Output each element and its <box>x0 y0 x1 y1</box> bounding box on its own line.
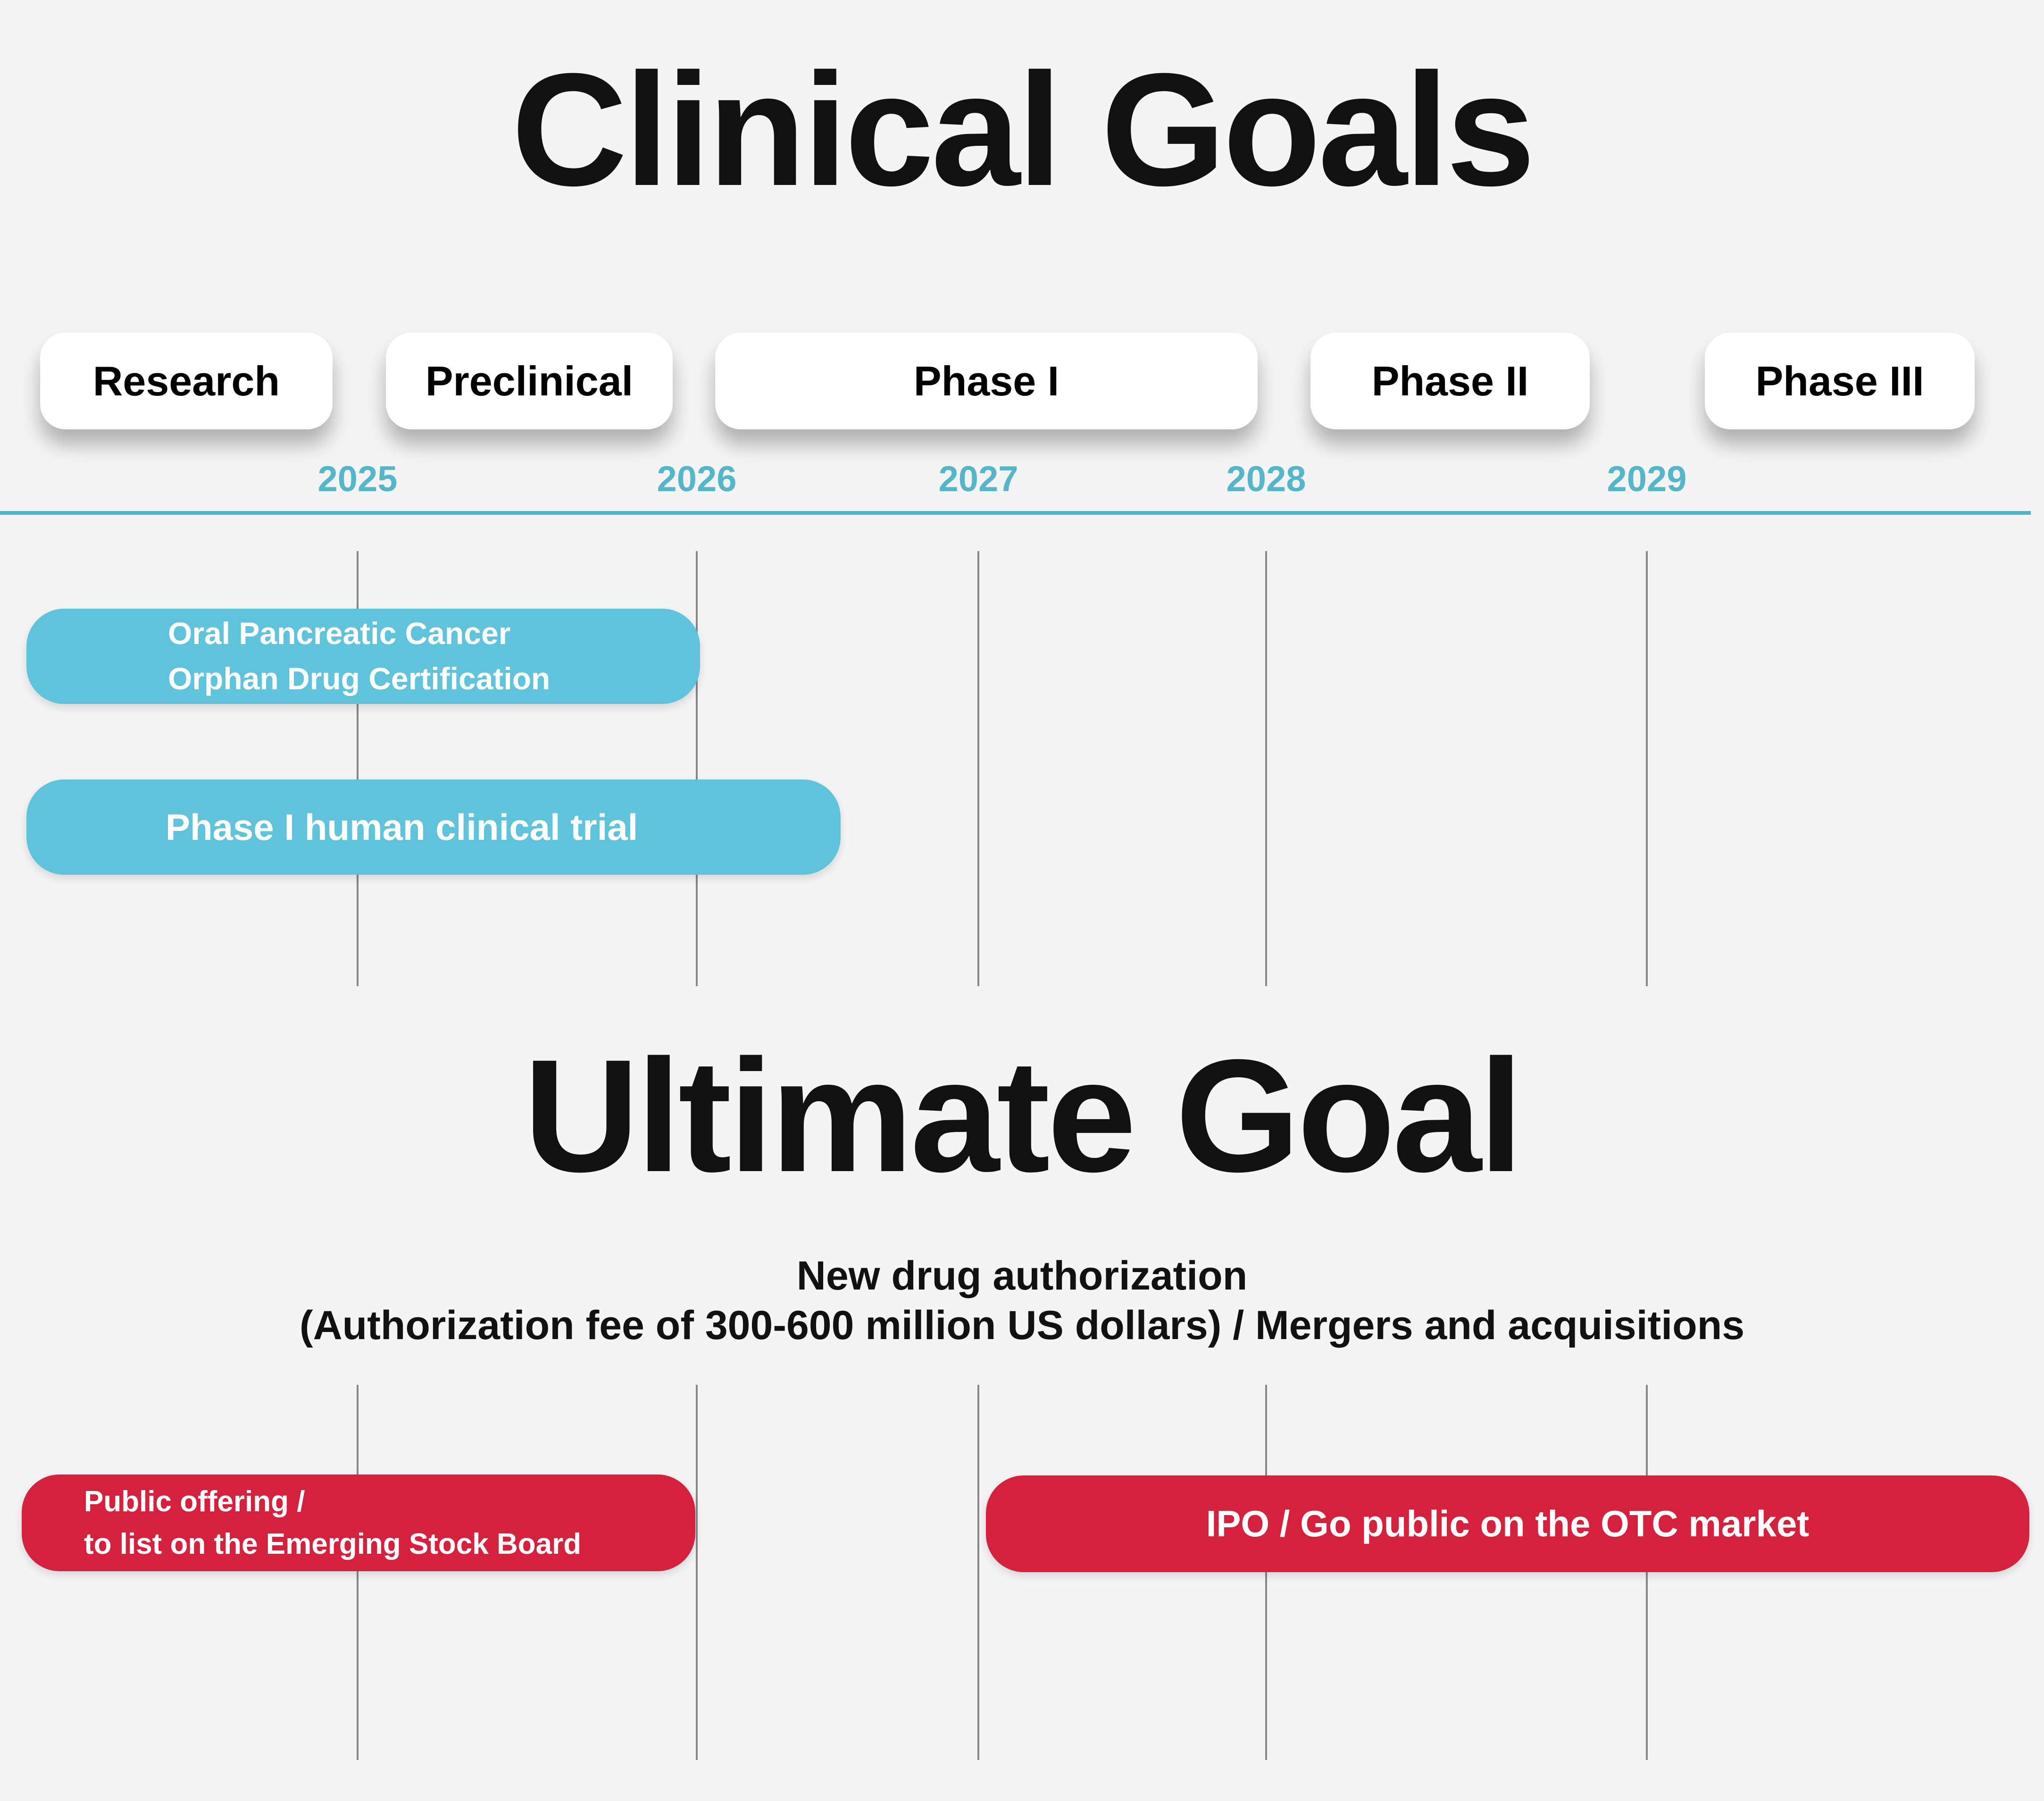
milestone-label: IPO / Go public on the OTC market <box>1206 1503 1810 1544</box>
year-gridline-2027-bottom <box>977 1385 979 1760</box>
stage-pill-label: Phase I <box>913 357 1060 404</box>
milestone-label: Phase I human clinical trial <box>166 806 638 848</box>
year-label-2026: 2026 <box>657 459 737 499</box>
ultimate-goal-title: Ultimate Goal <box>523 1026 1524 1206</box>
stage-pill-research: Research <box>40 333 333 429</box>
year-gridline-2025-top <box>357 551 359 986</box>
year-label-2025: 2025 <box>317 459 398 499</box>
subtitle-authorization-fee: (Authorization fee of 300-600 million US… <box>299 1303 1745 1348</box>
stage-pill-label: Phase III <box>1755 357 1924 404</box>
subtitle-new-drug-authorization: New drug authorization <box>796 1253 1248 1298</box>
stage-pill-label: Preclinical <box>425 357 634 404</box>
clinical-goals-title: Clinical Goals <box>511 40 1535 219</box>
year-gridline-2028-bottom <box>1265 1385 1267 1760</box>
year-gridline-2029-bottom <box>1646 1385 1648 1760</box>
milestone-label-line: Public offering / <box>84 1485 305 1518</box>
milestone-bar-phase1-human-trial: Phase I human clinical trial <box>26 779 841 875</box>
stage-pill-label: Phase II <box>1371 357 1529 404</box>
year-gridline-2027-top <box>977 551 979 986</box>
year-gridline-2028-top <box>1265 551 1267 986</box>
milestone-bar-orphan-drug-certification: Oral Pancreatic Cancer Orphan Drug Certi… <box>26 609 700 704</box>
milestone-label-line: Orphan Drug Certification <box>168 661 551 696</box>
year-label-2028: 2028 <box>1226 459 1306 499</box>
milestone-label-line: Oral Pancreatic Cancer <box>168 616 511 651</box>
stage-pill-label: Research <box>92 357 280 404</box>
stage-pill-phase1: Phase I <box>715 333 1258 429</box>
milestone-bar-ipo-otc: IPO / Go public on the OTC market <box>986 1475 2029 1572</box>
milestone-bar-public-offering: Public offering / to list on the Emergin… <box>22 1474 695 1571</box>
year-label-2029: 2029 <box>1607 459 1687 499</box>
year-gridline-2025-bottom <box>357 1385 359 1760</box>
year-gridline-2026-top <box>696 551 698 986</box>
stage-pill-preclinical: Preclinical <box>386 333 673 429</box>
milestone-label-line: to list on the Emerging Stock Board <box>84 1527 582 1560</box>
year-label-2027: 2027 <box>938 459 1018 499</box>
timeline-axis <box>0 511 2031 515</box>
year-gridline-2026-bottom <box>696 1385 698 1760</box>
stage-pill-phase2: Phase II <box>1310 333 1590 429</box>
stage-pill-phase3: Phase III <box>1705 333 1975 429</box>
year-gridline-2029-top <box>1646 551 1648 986</box>
